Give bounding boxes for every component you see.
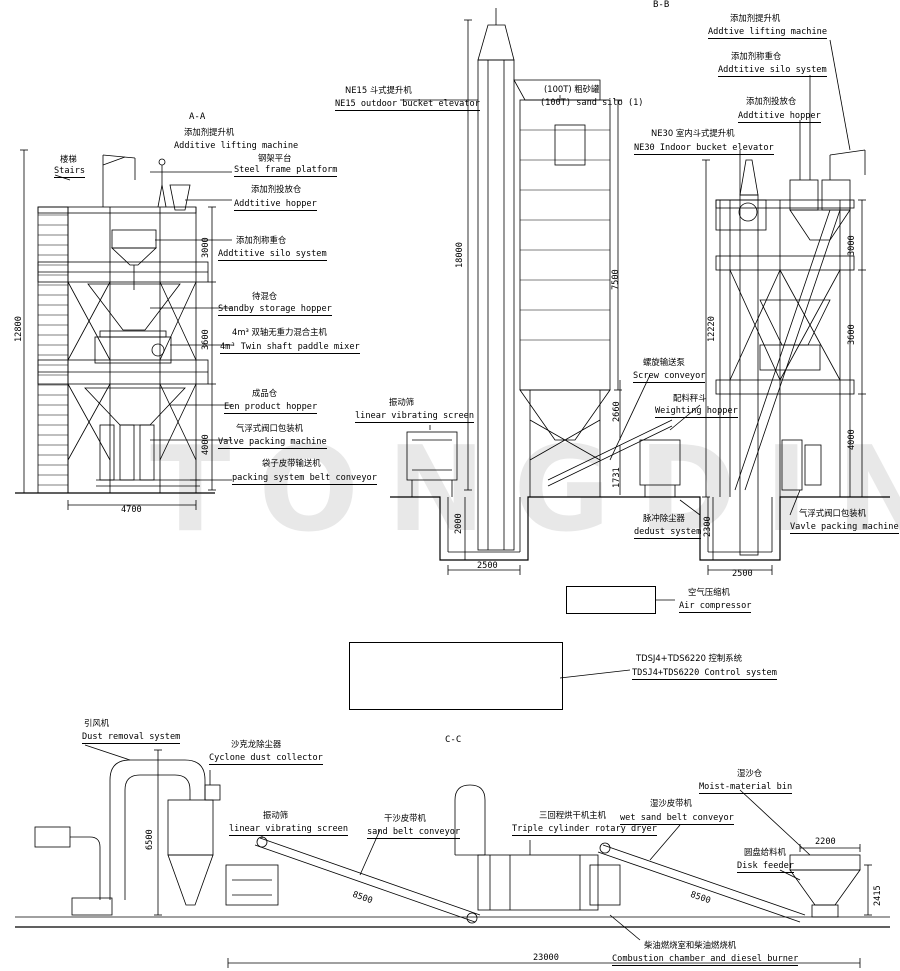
label-sand-belt-en: sand belt conveyor (367, 827, 461, 839)
label-dryer-cn: 三回程烘干机主机 (539, 810, 606, 820)
label-stairs-en: Stairs (54, 166, 86, 178)
label-valve-packing-aa-cn: 气浮式阀口包装机 (236, 423, 303, 433)
section-title-cc: C-C (445, 735, 462, 745)
dim-bb-4000: 4000 (847, 429, 857, 450)
dim-cc-2415: 2415 (873, 885, 883, 906)
dim-aa-3600: 3600 (201, 329, 211, 350)
dim-aa-4700: 4700 (121, 505, 142, 515)
dim-cc-6500: 6500 (145, 829, 155, 850)
label-vib-screen-bb-cn: 振动筛 (389, 397, 415, 407)
label-sand-silo-cn: (100T) 粗砂罐 (544, 84, 600, 94)
label-moist-bin-en: Moist-material bin (699, 782, 793, 794)
label-dust-removal-cn: 引风机 (84, 718, 110, 728)
dim-bb-3600: 3600 (847, 324, 857, 345)
bb-section-drawing (390, 8, 890, 575)
label-air-compressor-cn: 空气压缩机 (688, 587, 730, 597)
watermark-text: TONGDING (150, 420, 900, 558)
dim-bb-2000: 2000 (454, 513, 464, 534)
label-additive-lifting-aa-en: Additive lifting machine (174, 141, 299, 151)
dim-aa-12800: 12800 (14, 316, 24, 342)
label-product-hopper-cn: 成品仓 (252, 388, 278, 398)
label-packing-belt-en: packing system belt conveyor (232, 473, 377, 485)
label-burner-cn: 柴油燃烧室和柴油燃烧机 (644, 940, 737, 950)
label-stairs-cn: 楼梯 (60, 154, 77, 164)
label-ne30-cn: NE30 室内斗式提升机 (651, 128, 735, 138)
dim-aa-4000: 4000 (201, 434, 211, 455)
dim-bb-3000: 3000 (847, 235, 857, 256)
label-mixer-en: 4m³ Twin shaft paddle mixer (220, 342, 360, 354)
label-valve-packing-aa-en: Valve packing machine (218, 437, 327, 449)
label-cyclone-cn: 沙克龙除尘器 (231, 739, 282, 749)
dim-cc-2200: 2200 (815, 837, 836, 847)
equipment-boxes (559, 599, 675, 679)
label-dryer-en: Triple cylinder rotary dryer (512, 824, 657, 836)
cc-section-drawing (15, 744, 890, 968)
label-additive-lifting-aa-cn: 添加剂提升机 (184, 127, 235, 137)
label-additive-silo-bb-cn: 添加剂称重仓 (731, 51, 782, 61)
label-standby-hopper-en: Standby storage hopper (218, 304, 332, 316)
label-dust-removal-en: Dust removal system (82, 732, 181, 744)
dim-bb-12220: 12220 (707, 316, 717, 342)
label-sand-belt-cn: 干沙皮带机 (384, 813, 426, 823)
dim-bb-2500-right: 2500 (732, 569, 753, 579)
label-additive-lifting-bb-cn: 添加剂提升机 (730, 13, 781, 23)
label-product-hopper-en: Een product hopper (224, 402, 318, 414)
label-additive-hopper-bb-cn: 添加剂投放仓 (746, 96, 797, 106)
label-sand-silo-en: (100T) sand silo (1) (540, 98, 644, 108)
dim-aa-3000: 3000 (201, 237, 211, 258)
label-ne15-en: NE15 outdoor bucket elevator (335, 99, 480, 111)
label-ne15-cn: NE15 斗式提升机 (345, 85, 412, 95)
dim-bb-7500: 7500 (611, 269, 621, 290)
label-additive-hopper-bb-en: Addtitive hopper (738, 111, 821, 123)
label-packing-belt-cn: 袋子皮带输送机 (262, 458, 321, 468)
label-moist-bin-cn: 湿沙仓 (737, 768, 763, 778)
label-steel-frame-cn: 钢架平台 (258, 153, 292, 163)
label-weighting-hopper-cn: 配料秤斗 (673, 393, 707, 403)
control-system-box (349, 642, 563, 710)
label-additive-silo-aa-en: Addtitive silo system (218, 249, 327, 261)
label-vib-screen-bb-en: linear vibrating screen (355, 411, 474, 423)
label-vib-screen-cc-cn: 振动筛 (263, 810, 289, 820)
label-valve-packing-bb-en: Vavle packing machine (790, 522, 899, 534)
air-compressor-box (566, 586, 656, 614)
label-valve-packing-bb-cn: 气浮式阀口包装机 (799, 508, 866, 518)
label-steel-frame-en: Steel frame platform (234, 165, 338, 177)
dim-bb-18000: 18000 (455, 242, 465, 268)
dim-bb-2500-left: 2500 (477, 561, 498, 571)
section-title-aa: A-A (189, 112, 206, 122)
label-additive-hopper-aa-cn: 添加剂投放仓 (251, 184, 302, 194)
label-dedust-cn: 脉冲除尘器 (643, 513, 685, 523)
label-additive-lifting-bb-en: Addtive lifting machine (708, 27, 827, 39)
label-control-en: TDSJ4+TDS6220 Control system (632, 668, 777, 680)
dim-bb-1731: 1731 (612, 467, 622, 488)
label-additive-silo-bb-en: Addtitive silo system (718, 65, 827, 77)
label-screw-conveyor-cn: 螺旋输送泵 (643, 357, 685, 367)
dim-bb-2300: 2300 (703, 516, 713, 537)
dim-bb-2660: 2660 (612, 401, 622, 422)
label-additive-hopper-aa-en: Addtitive hopper (234, 199, 317, 211)
label-disk-feeder-cn: 圆盘给料机 (744, 847, 786, 857)
label-disk-feeder-en: Disk feeder (737, 861, 794, 873)
label-wet-belt-en: wet sand belt conveyor (620, 813, 734, 825)
label-vib-screen-cc-en: linear vibrating screen (229, 824, 348, 836)
label-wet-belt-cn: 湿沙皮带机 (650, 798, 692, 808)
label-burner-en: Combustion chamber and diesel burner (612, 954, 799, 966)
label-additive-silo-aa-cn: 添加剂称重仓 (236, 235, 287, 245)
aa-section-drawing (15, 149, 232, 510)
section-title-bb: B-B (653, 0, 670, 10)
label-mixer-cn: 4m³ 双轴无重力混合主机 (232, 327, 327, 337)
label-weighting-hopper-en: Weighting hopper (655, 406, 738, 418)
label-ne30-en: NE30 Indoor bucket elevator (634, 143, 774, 155)
label-standby-hopper-cn: 待混仓 (252, 291, 278, 301)
label-dedust-en: dedust system (634, 527, 702, 539)
label-control-cn: TDSJ4+TDS6220 控制系统 (636, 653, 743, 663)
dim-cc-23000: 23000 (533, 953, 559, 963)
label-screw-conveyor-en: Screw conveyor (633, 371, 706, 383)
label-air-compressor-en: Air compressor (679, 601, 752, 613)
label-cyclone-en: Cyclone dust collector (209, 753, 323, 765)
